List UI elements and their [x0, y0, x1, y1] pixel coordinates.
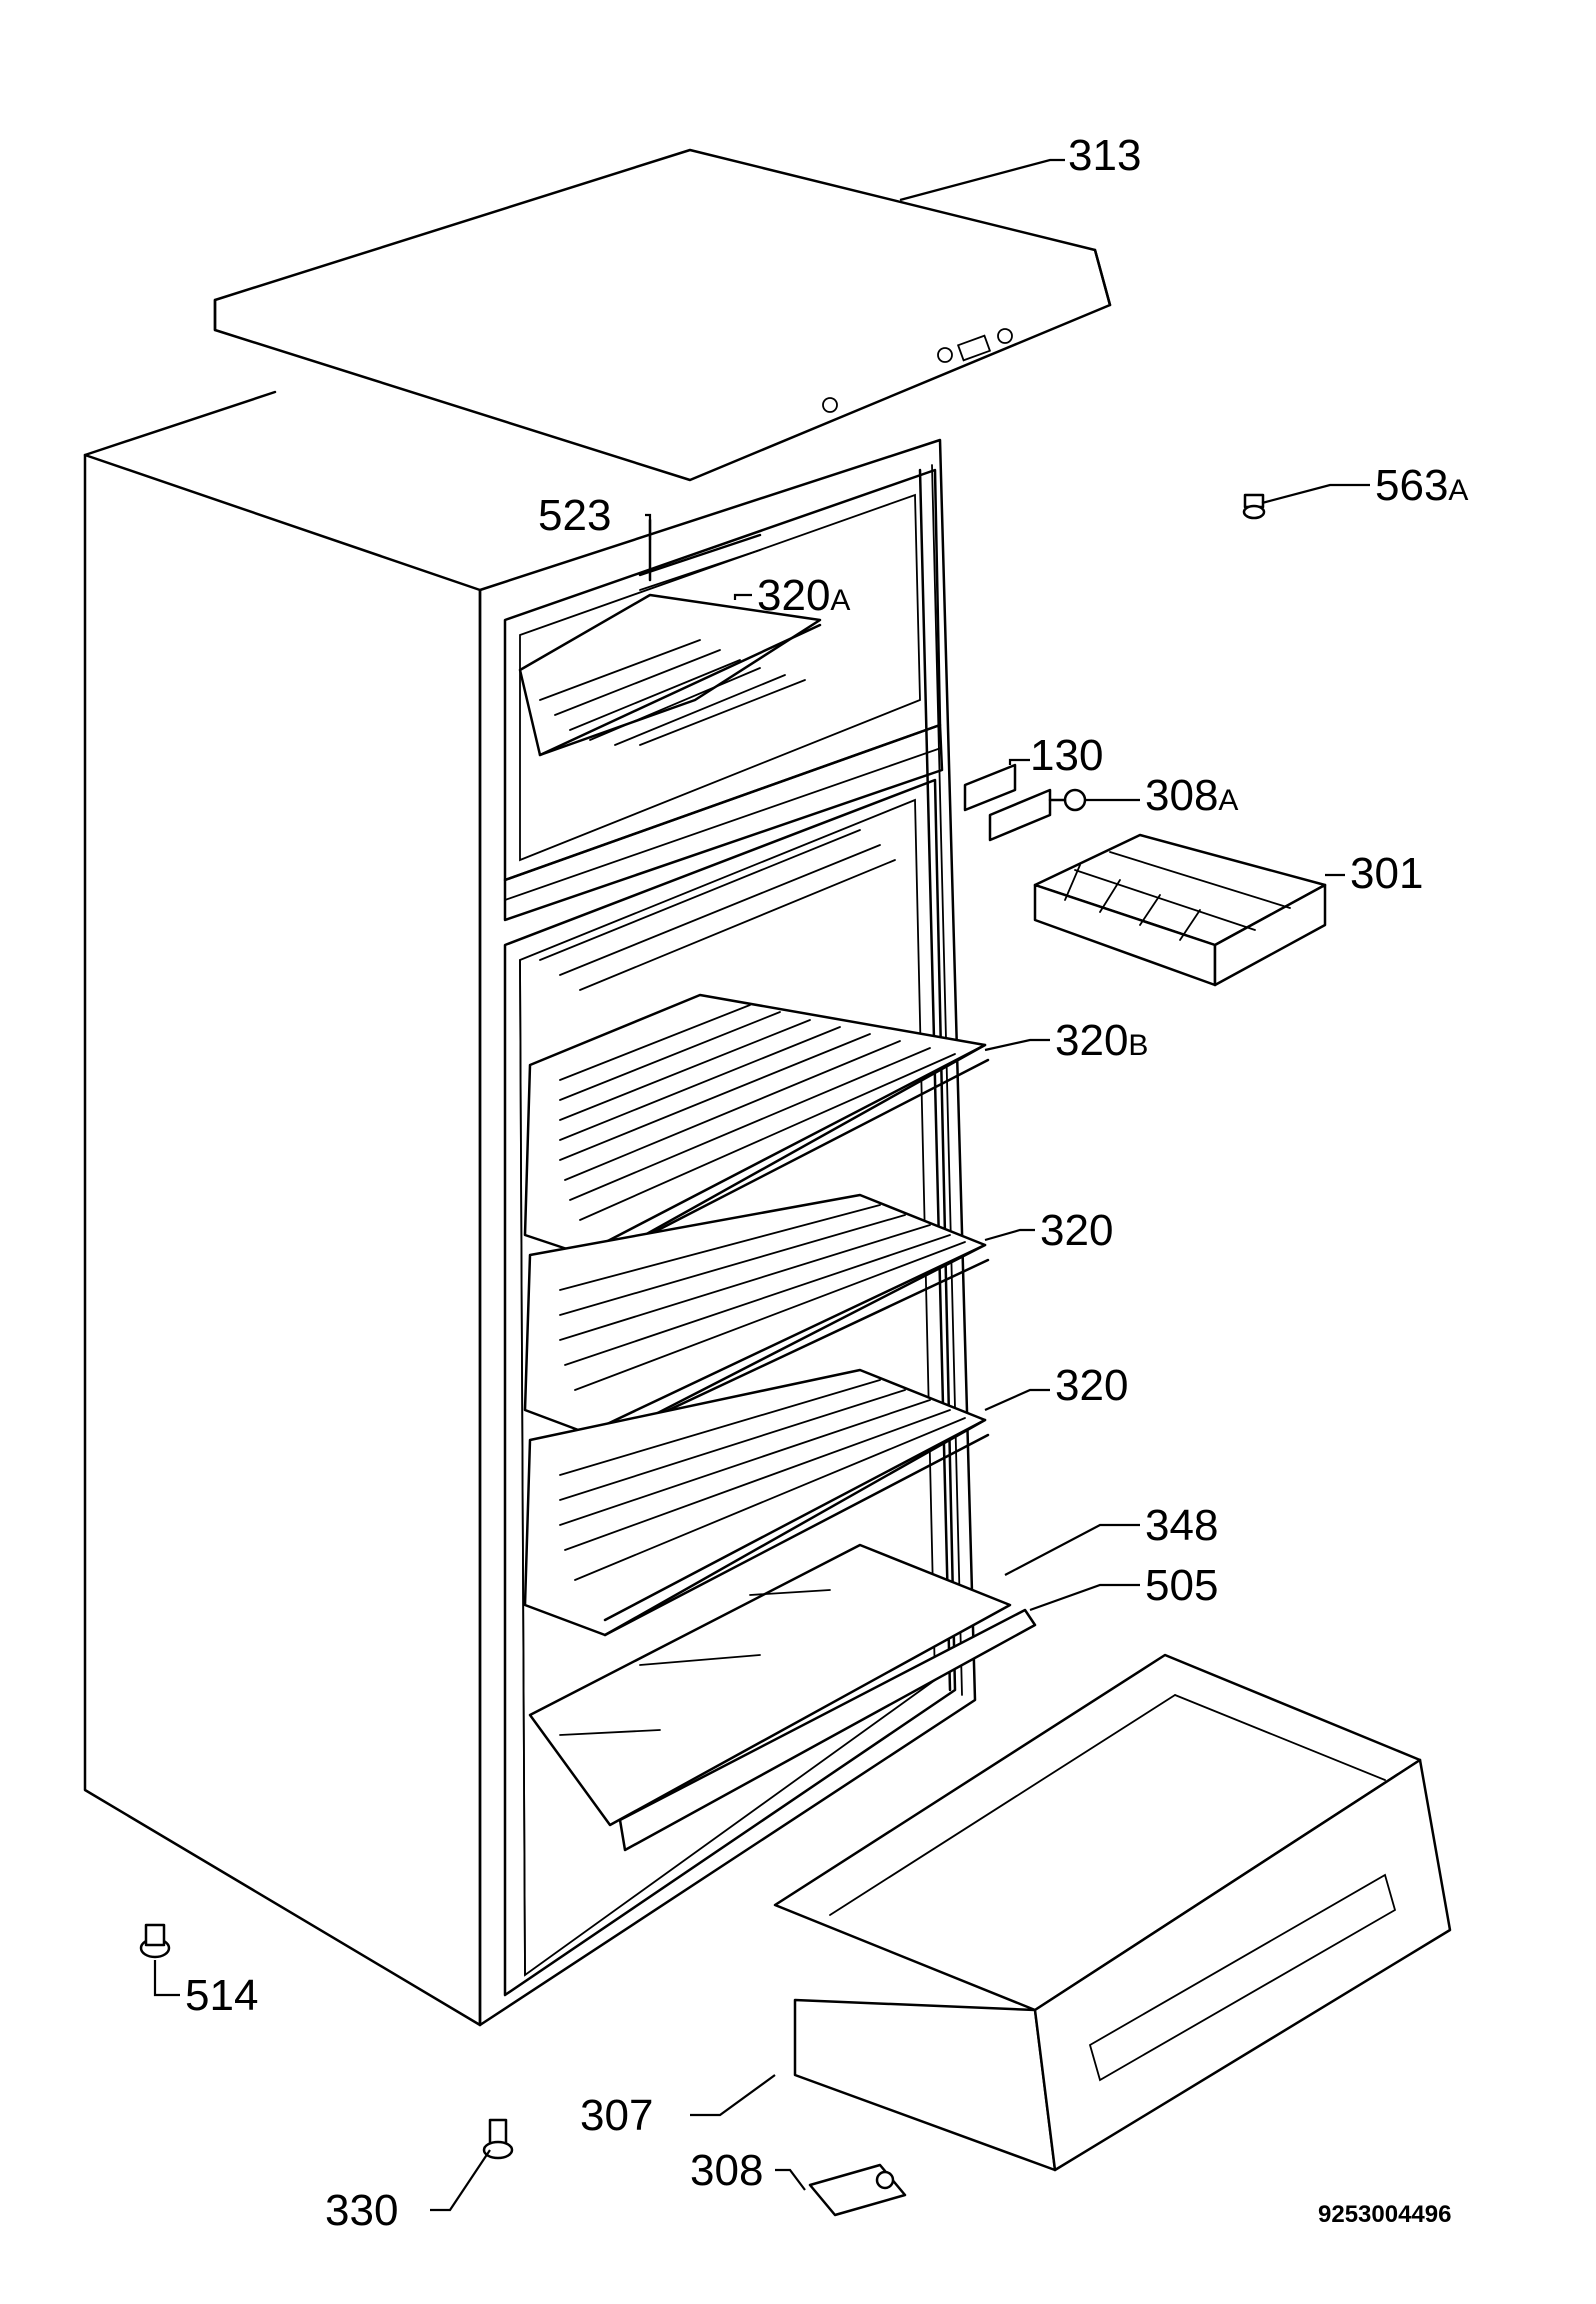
label-130: 130 [1030, 731, 1103, 780]
bottom-hinge-308 [808, 2163, 907, 2217]
freezer-evaporator-523 [638, 518, 762, 591]
ice-tray-301 [1033, 833, 1327, 987]
label-320-upper: 320 [1040, 1206, 1113, 1255]
label-320-lower: 320 [1055, 1361, 1128, 1410]
label-320a: 320A [757, 571, 850, 620]
label-563a-suffix: A [1448, 474, 1468, 507]
label-523: 523 [538, 491, 611, 540]
callout-leaders [153, 158, 1370, 2212]
label-505: 505 [1145, 1561, 1218, 1610]
label-308a: 308A [1145, 771, 1238, 820]
hinge-308a [1048, 788, 1087, 812]
cabinet-body [83, 390, 977, 2027]
glass-shelf-348 [528, 1543, 1012, 1827]
label-320b-suffix: B [1128, 1029, 1148, 1062]
foot-514 [139, 1923, 171, 1959]
shelf-320-lower [523, 1368, 990, 1637]
adjustable-foot-330 [482, 2118, 514, 2160]
crisper-drawer-307 [773, 1653, 1452, 2172]
label-320b-number: 320 [1055, 1016, 1128, 1065]
front-strip-505 [618, 1608, 1037, 1852]
label-320a-suffix: A [830, 584, 850, 617]
label-301: 301 [1350, 849, 1423, 898]
callout-labels: 313 563A 523 320A 130 308A 301 320B 320 … [185, 131, 1468, 2235]
hinge-plate-130 [963, 763, 1052, 842]
label-330: 330 [325, 2186, 398, 2235]
label-348: 348 [1145, 1501, 1218, 1550]
screw-563a [1242, 493, 1266, 520]
label-563a: 563A [1375, 461, 1468, 510]
label-514: 514 [185, 1971, 258, 2020]
shelf-320b [523, 993, 990, 1262]
label-308a-number: 308 [1145, 771, 1218, 820]
label-563a-number: 563 [1375, 461, 1448, 510]
label-308a-suffix: A [1218, 784, 1238, 817]
label-307: 307 [580, 2091, 653, 2140]
label-313: 313 [1068, 131, 1141, 180]
label-320a-number: 320 [757, 571, 830, 620]
shelf-320-upper [523, 1193, 990, 1442]
worktop-313 [213, 148, 1112, 482]
document-number: 9253004496 [1318, 2201, 1451, 2228]
label-320b: 320B [1055, 1016, 1148, 1065]
label-308: 308 [690, 2146, 763, 2195]
freezer-shelf-320a [518, 593, 822, 757]
